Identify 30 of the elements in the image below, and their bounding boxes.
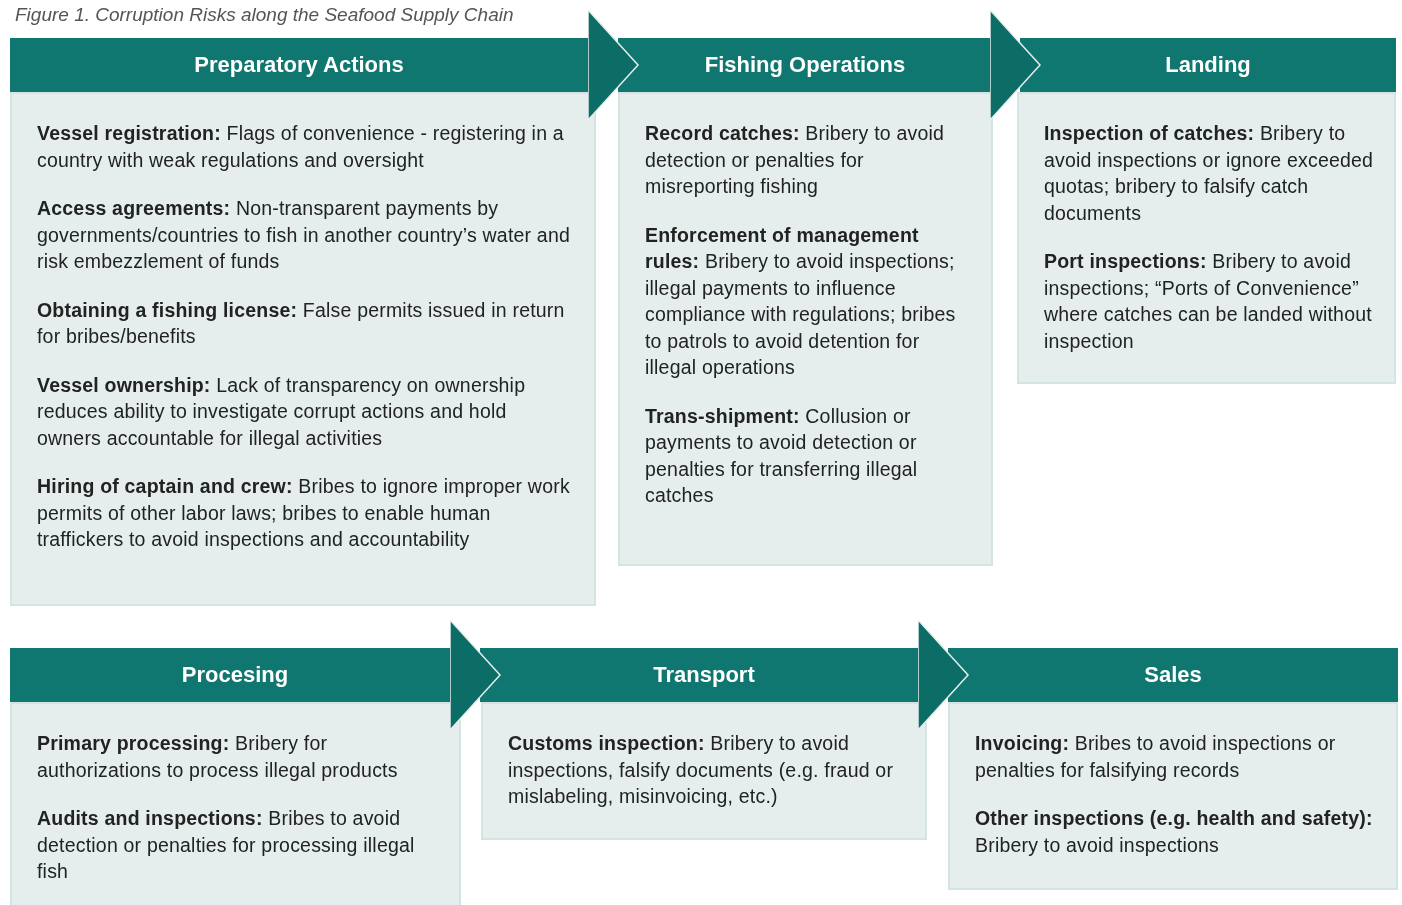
risk-card [1017,92,1396,384]
risk-description: Customs inspection: Bribery to avoid inspections, falsify documents (e.g. fraud or mislabeling, misinvoicing, etc.) [508,731,895,809]
risk-description: Primary processing: Bribery for authorizations to process illegal products [37,731,399,783]
risk-description: Record catches: Bribery to avoid detection or penalties for misreporting fishing [645,121,946,199]
chevron-arrow [449,619,501,731]
stage-header: Landing [1020,38,1396,92]
risk-description: Obtaining a fishing license: False permits issued in return for bribes/benefits [37,297,566,349]
risk-description: Inspection of catches: Bribery to avoid inspections or ignore exceeded quotas; bribery to falsify catch documents [1044,121,1375,226]
stage-header: Fishing Operations [618,38,992,92]
risk-description: Access agreements: Non-transparent payments by governments/countries to fish in another country’s water and risk embezzlement of funds [37,196,571,274]
risk-description: Audits and inspections: Bribes to avoid detection or penalties for processing illegal fish [37,806,416,884]
risk-description: Enforcement of management rules: Bribery to avoid inspections; illegal payments to influence compliance with regulations; bribes to patrols to avoid detention for illegal operations [645,222,957,380]
risk-card [481,702,927,840]
risk-description: Trans-shipment: Collusion or payments to avoid detection or penalties for transferring illegal catches [645,403,919,508]
risk-card [10,92,596,606]
risk-description: Invoicing: Bribes to avoid inspections or penalties for falsifying records [975,731,1337,783]
chevron-arrow [587,9,639,121]
chevron-arrow [917,619,969,731]
risk-description: Port inspections: Bribery to avoid inspections; “Ports of Convenience” where catches can be landed without inspection [1044,249,1373,354]
risk-card [948,702,1398,890]
stage-header: Sales [948,648,1398,702]
risk-card [10,702,461,905]
stage-header: Preparatory Actions [10,38,588,92]
risk-description: Hiring of captain and crew: Bribes to ignore improper work permits of other labor laws; bribes to enable human traffickers to avoid inspections and accountability [37,474,571,552]
risk-card [618,92,993,566]
risk-description: Other inspections (e.g. health and safety): Bribery to avoid inspections [975,806,1374,858]
chevron-arrow [989,9,1041,121]
risk-description: Vessel ownership: Lack of transparency on ownership reduces ability to investigate corrupt actions and hold owners accountable for illegal activities [37,372,527,451]
risk-description: Vessel registration: Flags of convenience - registering in a country with weak regulations and oversight [37,121,565,173]
figure-title: Figure 1. Corruption Risks along the Seafood Supply Chain [15,4,514,26]
